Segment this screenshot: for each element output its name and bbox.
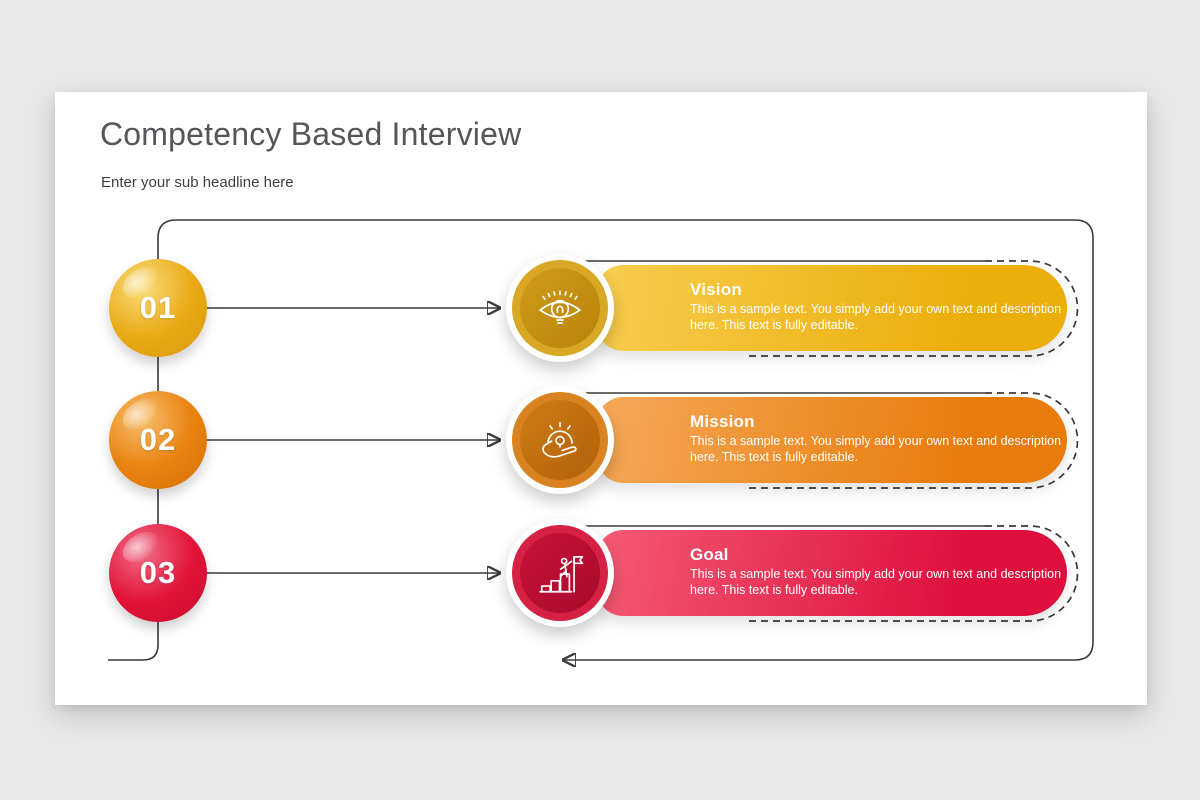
card-description: This is a sample text. You simply add yo… <box>690 567 1062 597</box>
spine-line <box>108 259 159 661</box>
card-description: This is a sample text. You simply add yo… <box>690 302 1062 332</box>
eye-lightbulb-icon <box>520 268 600 348</box>
page-curl <box>101 645 117 659</box>
vision-icon-badge <box>506 254 614 362</box>
connector-lines <box>101 219 1094 705</box>
page-curl <box>103 662 123 675</box>
icon-ring <box>512 392 608 488</box>
step-number: 02 <box>139 422 177 457</box>
flag-on-steps-icon <box>520 533 600 613</box>
card-outline-dashed-2 <box>745 392 1079 489</box>
card-description: This is a sample text. You simply add yo… <box>690 434 1062 464</box>
card-title: Mission <box>690 412 755 431</box>
step-number: 01 <box>139 290 177 325</box>
page-subtitle: Enter your sub headline here <box>101 174 294 191</box>
goal-card: Goal This is a sample text. You simply a… <box>597 530 1067 616</box>
step-number-badge-3: 03 <box>109 524 207 622</box>
card-outline-dashed-1 <box>745 260 1079 357</box>
page-title: Competency Based Interview <box>100 116 522 152</box>
icon-ring <box>512 525 608 621</box>
vision-card: Vision This is a sample text. You simply… <box>597 265 1067 351</box>
slide-canvas: Competency Based Interview Enter your su… <box>55 92 1147 705</box>
mission-icon-badge <box>506 386 614 494</box>
card-title: Vision <box>690 280 742 299</box>
icon-ring <box>512 260 608 356</box>
goal-icon-badge <box>506 519 614 627</box>
step-number: 03 <box>139 555 177 590</box>
mission-card: Mission This is a sample text. You simpl… <box>597 397 1067 483</box>
card-title: Goal <box>690 545 729 564</box>
card-outline-dashed-3 <box>745 525 1079 622</box>
frame-loop-line <box>157 219 1094 660</box>
step-number-badge-1: 01 <box>109 259 207 357</box>
hand-offering-icon <box>520 400 600 480</box>
step-number-badge-2: 02 <box>109 391 207 489</box>
